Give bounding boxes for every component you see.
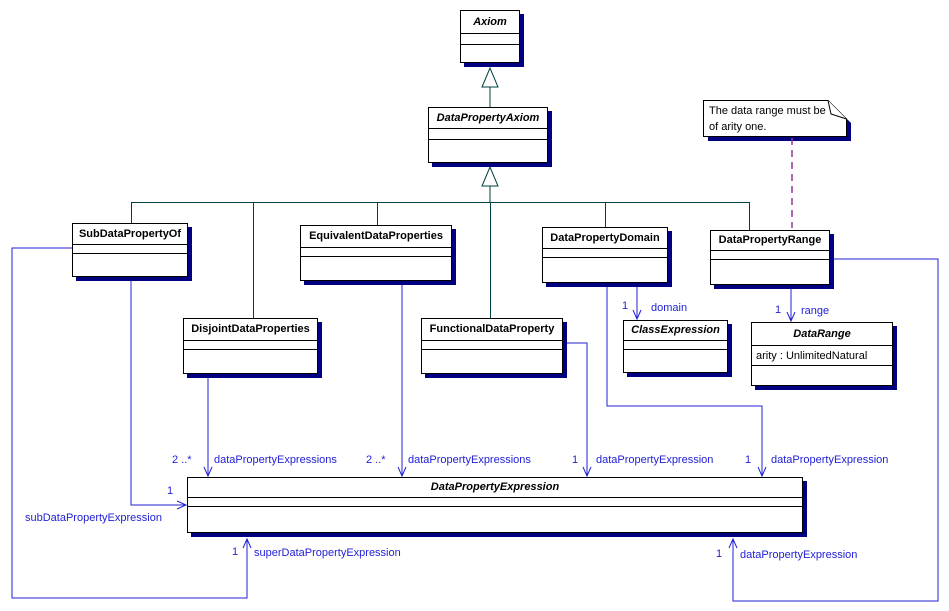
class-functional-data-property[interactable]: FunctionalDataProperty <box>421 318 563 374</box>
class-title: DataPropertyExpression <box>188 478 802 498</box>
class-attributes <box>461 34 519 45</box>
class-title: DataRange <box>752 323 892 346</box>
note-data-range-arity[interactable]: The data range must be of arity one. <box>709 105 826 133</box>
class-disjoint-data-properties[interactable]: DisjointDataProperties <box>183 318 318 374</box>
class-attributes <box>184 341 317 350</box>
association-domain-expression[interactable] <box>606 283 767 478</box>
association-range-expression[interactable] <box>728 258 939 602</box>
class-title: Axiom <box>461 11 519 34</box>
class-operations <box>429 140 547 162</box>
class-title: DataPropertyDomain <box>543 228 667 249</box>
multiplicity-range-expression[interactable]: 1 <box>716 548 723 560</box>
association-range[interactable] <box>786 285 796 323</box>
class-operations <box>752 366 892 385</box>
class-axiom[interactable]: Axiom <box>460 10 520 63</box>
class-equivalent-data-properties[interactable]: EquivalentDataProperties <box>300 225 452 281</box>
class-title: DataPropertyRange <box>711 231 829 251</box>
class-sub-data-property-of[interactable]: SubDataPropertyOf <box>72 223 188 277</box>
multiplicity-sub-expression[interactable]: 1 <box>167 485 174 497</box>
multiplicity-disjoint-expressions[interactable]: 2 ..* <box>172 454 192 466</box>
role-label-range[interactable]: range <box>801 305 830 317</box>
class-operations <box>461 45 519 62</box>
class-attributes <box>711 251 829 260</box>
class-title: DisjointDataProperties <box>184 319 317 341</box>
class-operations <box>301 257 451 280</box>
class-operations <box>73 254 187 276</box>
class-title: FunctionalDataProperty <box>422 319 562 341</box>
class-data-property-axiom[interactable]: DataPropertyAxiom <box>428 107 548 163</box>
class-title: SubDataPropertyOf <box>73 224 187 245</box>
association-functional-expression[interactable] <box>563 342 592 478</box>
class-title: DataPropertyAxiom <box>429 108 547 129</box>
class-attributes <box>429 129 547 140</box>
class-operations <box>188 507 802 532</box>
class-data-property-expression[interactable]: DataPropertyExpression <box>187 477 803 533</box>
multiplicity-domain[interactable]: 1 <box>622 300 629 312</box>
class-attributes <box>543 249 667 258</box>
class-data-property-range[interactable]: DataPropertyRange <box>710 230 830 285</box>
role-label-range-expression[interactable]: dataPropertyExpression <box>740 549 858 561</box>
note-shape <box>703 100 851 141</box>
class-attributes <box>188 498 802 507</box>
association-domain[interactable] <box>632 283 642 321</box>
class-operations <box>184 350 317 373</box>
multiplicity-functional-expression[interactable]: 1 <box>572 454 579 466</box>
class-operations <box>624 350 727 372</box>
multiplicity-domain-expression[interactable]: 1 <box>745 454 752 466</box>
association-disjoint-expressions[interactable] <box>203 374 213 478</box>
class-title: EquivalentDataProperties <box>301 226 451 248</box>
role-label-domain[interactable]: domain <box>651 302 688 314</box>
generalization-axiom[interactable] <box>481 66 499 107</box>
class-class-expression[interactable]: ClassExpression <box>623 320 728 373</box>
association-super-expression[interactable] <box>11 247 252 599</box>
class-attributes <box>422 341 562 350</box>
role-label-domain-expression[interactable]: dataPropertyExpression <box>771 454 889 466</box>
multiplicity-equivalent-expressions[interactable]: 2 ..* <box>366 454 386 466</box>
multiplicity-range[interactable]: 1 <box>775 304 782 316</box>
class-title: ClassExpression <box>624 321 727 341</box>
class-attributes <box>73 245 187 254</box>
multiplicity-super-expression[interactable]: 1 <box>232 546 239 558</box>
class-data-property-domain[interactable]: DataPropertyDomain <box>542 227 668 283</box>
class-attributes <box>301 248 451 257</box>
role-label-disjoint-expressions[interactable]: dataPropertyExpressions <box>214 454 337 466</box>
class-operations <box>543 258 667 282</box>
association-sub-expression[interactable] <box>130 277 188 510</box>
role-label-sub-expression[interactable]: subDataPropertyExpression <box>25 512 162 524</box>
class-operations <box>422 350 562 373</box>
class-operations <box>711 260 829 284</box>
class-data-range[interactable]: DataRange arity : UnlimitedNatural <box>751 322 893 386</box>
class-attribute-arity: arity : UnlimitedNatural <box>752 346 892 366</box>
association-equivalent-expressions[interactable] <box>397 282 407 478</box>
generalization-data-property-axiom[interactable] <box>131 165 750 318</box>
role-label-equivalent-expressions[interactable]: dataPropertyExpressions <box>408 454 531 466</box>
role-label-functional-expression[interactable]: dataPropertyExpression <box>596 454 714 466</box>
role-label-super-expression[interactable]: superDataPropertyExpression <box>254 547 401 559</box>
class-attributes <box>624 341 727 350</box>
